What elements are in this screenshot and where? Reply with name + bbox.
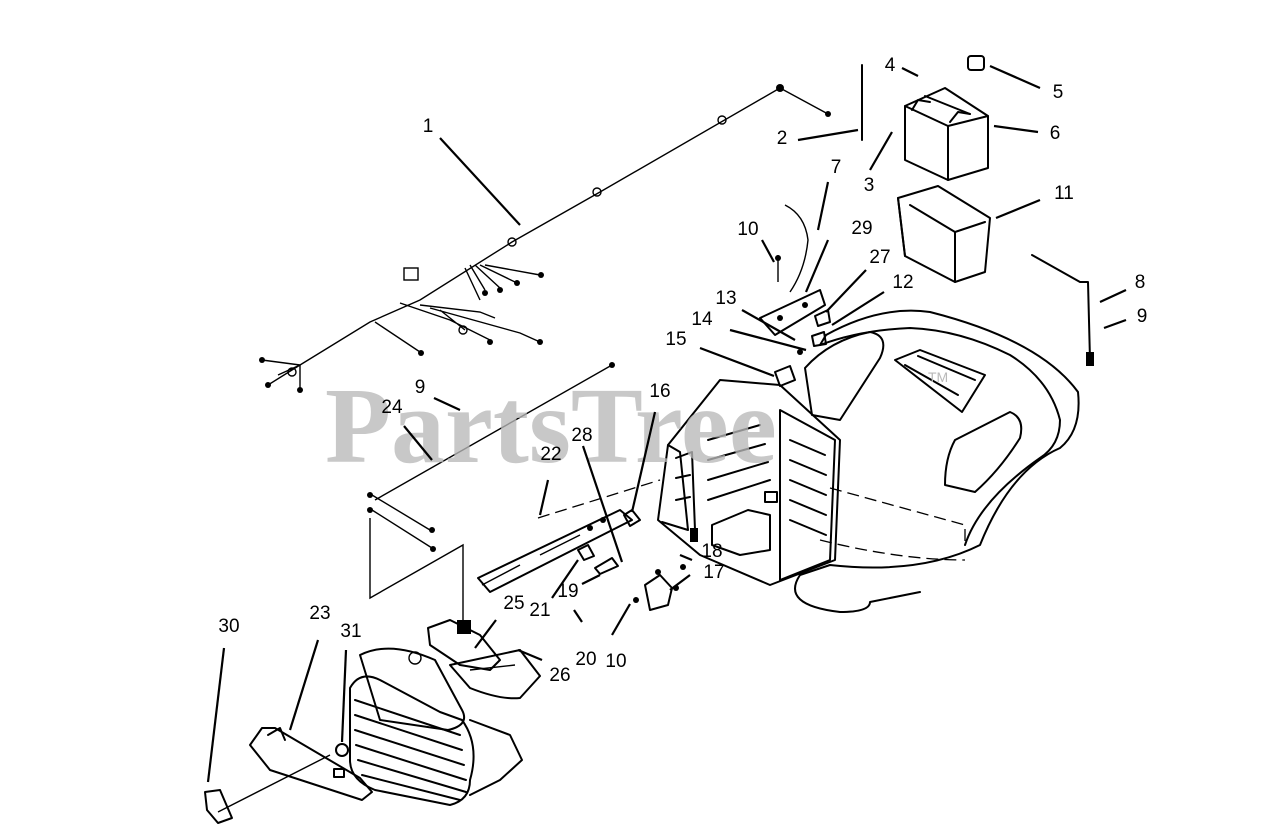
- leader-lines: [206, 64, 1127, 783]
- callout-13: 13: [715, 288, 736, 309]
- callout-4: 4: [885, 55, 896, 76]
- callout-11: 11: [1054, 183, 1074, 204]
- watermark-text: PartsTree: [325, 367, 777, 486]
- fender-body: [794, 309, 1080, 613]
- dash-console: [623, 379, 841, 586]
- callout-28: 28: [571, 425, 592, 446]
- callout-5: 5: [1053, 82, 1064, 103]
- callout-23: 23: [309, 603, 330, 624]
- watermark-tm: TM: [928, 369, 948, 385]
- hold-down: [1031, 254, 1094, 366]
- decal: [204, 754, 331, 824]
- callout-16: 16: [649, 381, 670, 402]
- callout-18: 18: [701, 541, 722, 562]
- battery: [904, 87, 989, 181]
- callout-21: 21: [529, 600, 550, 621]
- callout-31: 31: [340, 621, 361, 642]
- callout-19: 19: [557, 581, 578, 602]
- battery-tray: [897, 185, 991, 283]
- callout-9-right: 9: [1137, 306, 1148, 327]
- terminal-cap: [967, 55, 985, 71]
- callout-30: 30: [218, 616, 239, 637]
- callout-3: 3: [864, 175, 875, 196]
- callout-25: 25: [503, 593, 524, 614]
- callout-24: 24: [381, 397, 403, 418]
- callout-1: 1: [423, 116, 434, 137]
- wire-harness: [259, 84, 831, 393]
- callout-26: 26: [549, 665, 570, 686]
- callout-8: 8: [1135, 272, 1146, 293]
- callout-labels: 1 2 3 4 5 6 7 8 9 9 10 10 11 12 13 14 15…: [218, 55, 1147, 686]
- callout-2: 2: [777, 128, 788, 149]
- callout-12: 12: [892, 272, 913, 293]
- callout-10-bottom: 10: [605, 651, 626, 672]
- callout-27: 27: [869, 247, 890, 268]
- callout-7: 7: [831, 157, 842, 178]
- callout-17: 17: [703, 562, 724, 583]
- switch-bracket: [759, 204, 831, 387]
- callout-14: 14: [691, 309, 713, 330]
- bumper: [249, 727, 373, 801]
- callout-6: 6: [1050, 123, 1061, 144]
- callout-29: 29: [851, 218, 872, 239]
- side-bracket: [477, 479, 661, 593]
- callout-10-top: 10: [737, 219, 758, 240]
- callout-20: 20: [575, 649, 596, 670]
- callout-15: 15: [665, 329, 686, 350]
- callout-9-left: 9: [415, 377, 426, 398]
- cable-24: [367, 362, 615, 634]
- hood-grille: [349, 647, 523, 806]
- solenoid: [633, 564, 686, 611]
- callout-22: 22: [540, 444, 561, 465]
- headlight-bracket: [408, 619, 541, 700]
